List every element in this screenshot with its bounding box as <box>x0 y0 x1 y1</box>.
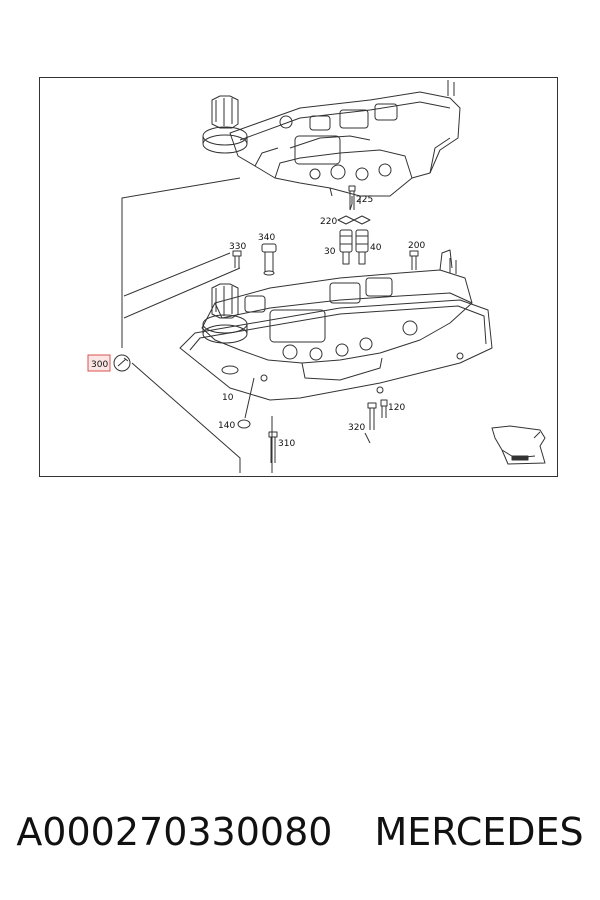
upper-valve-body <box>229 80 461 204</box>
solenoid-40 <box>355 229 369 265</box>
label-340: 340 <box>258 233 275 243</box>
lower-connector <box>202 283 248 344</box>
part-caption: A000270330080 MERCEDES <box>0 800 600 864</box>
parts-diagram: 225 220 30 40 340 330 200 300 10 120 140… <box>39 77 558 477</box>
label-10: 10 <box>222 393 234 403</box>
bolt-120 <box>380 399 388 418</box>
oring-140 <box>237 419 251 429</box>
highlight-300 <box>87 354 111 372</box>
bolt-320 <box>367 402 377 430</box>
label-300: 300 <box>91 360 108 370</box>
bolt-200 <box>409 250 419 270</box>
part-number: A000270330080 <box>16 810 333 854</box>
label-320: 320 <box>348 423 365 433</box>
detail-thumbnail-icon <box>491 425 546 465</box>
label-30: 30 <box>324 247 336 257</box>
label-40: 40 <box>370 243 382 253</box>
solenoid-30 <box>339 229 353 265</box>
label-140: 140 <box>218 421 235 431</box>
label-200: 200 <box>408 241 425 251</box>
leader-lines <box>121 177 371 473</box>
label-310: 310 <box>278 439 295 449</box>
exploded-view-drawing: 225 220 30 40 340 330 200 300 10 120 140… <box>87 80 546 473</box>
bolt-310 <box>268 431 278 463</box>
bolt-225 <box>348 185 356 210</box>
sensor-340 <box>261 243 277 276</box>
label-330: 330 <box>229 242 246 252</box>
wrench-icon <box>113 354 131 372</box>
callout-labels: 225 220 30 40 340 330 200 300 10 120 140… <box>91 195 425 449</box>
lower-valve-body <box>179 249 493 401</box>
brand-name: MERCEDES <box>374 810 584 854</box>
clip-220 <box>337 215 371 225</box>
upper-connector <box>202 95 248 154</box>
label-120: 120 <box>388 403 405 413</box>
label-220: 220 <box>320 217 337 227</box>
bolt-330 <box>232 250 242 268</box>
label-225: 225 <box>356 195 373 205</box>
